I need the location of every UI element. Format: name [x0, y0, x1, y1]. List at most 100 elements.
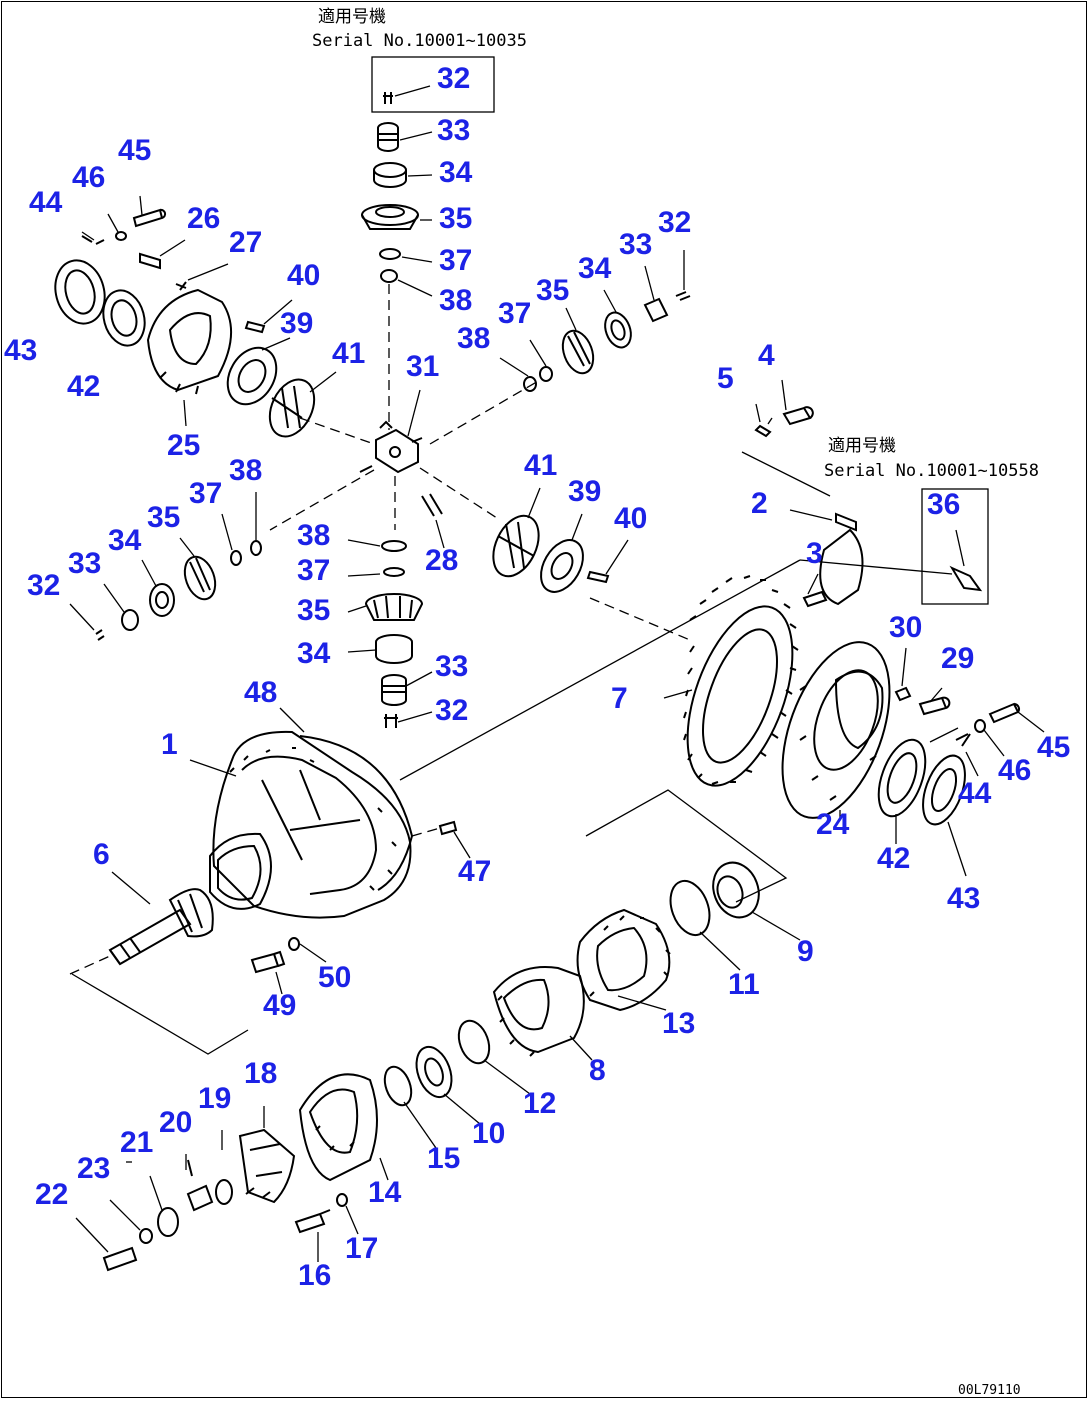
case-24	[781, 641, 891, 819]
leader-1-to-3	[399, 559, 801, 781]
pin-40-right	[586, 570, 610, 584]
callout-38: 38	[229, 454, 262, 487]
washer-39-right	[540, 539, 584, 593]
callout-41: 41	[332, 337, 365, 370]
bolt-32-sw	[95, 629, 105, 641]
variant-box-36	[921, 488, 989, 605]
pinion-35-ne	[561, 329, 595, 375]
callout-4: 4	[758, 339, 775, 372]
callout-37: 37	[189, 477, 222, 510]
top-pinion-stack	[361, 85, 433, 430]
bottom-pinion-stack	[347, 539, 433, 728]
axis-ring	[589, 597, 691, 641]
callout-35: 35	[147, 501, 180, 534]
callout-37: 37	[439, 244, 472, 277]
bearing-9	[712, 861, 760, 919]
bolt-45	[132, 208, 167, 228]
carrier-housing-1	[189, 559, 801, 919]
bolt-32-bottom	[384, 714, 398, 728]
callout-34: 34	[578, 252, 612, 285]
washer-30	[894, 686, 912, 702]
callout-46: 46	[72, 161, 105, 194]
pin-47	[438, 820, 458, 836]
callout-34: 34	[108, 524, 142, 557]
bushing-33-ne	[643, 297, 669, 323]
callout-42: 42	[877, 842, 910, 875]
callout-42: 42	[67, 370, 100, 403]
callout-35: 35	[536, 274, 569, 307]
washer-46-right	[974, 719, 986, 733]
companion-assembly	[75, 1073, 389, 1272]
callout-33: 33	[619, 228, 652, 261]
callout-6: 6	[93, 838, 110, 871]
callout-39: 39	[280, 307, 313, 340]
axis-diag-nw	[299, 417, 375, 445]
bolt-32-ne	[675, 291, 691, 301]
callout-34: 34	[439, 156, 473, 189]
callout-8: 8	[589, 1054, 606, 1087]
bearing-34-ne	[604, 311, 632, 349]
callout-47: 47	[458, 855, 491, 888]
callout-24: 24	[816, 808, 850, 841]
callout-44: 44	[958, 777, 992, 810]
bolt-16	[294, 1209, 331, 1234]
callout-28: 28	[425, 544, 458, 577]
pinion-stack-sw	[69, 492, 262, 641]
callout-27: 27	[229, 226, 262, 259]
drive-pinion-6	[69, 871, 249, 1055]
callout-1: 1	[161, 728, 178, 761]
drawing-code: 00L79110	[958, 1383, 1021, 1398]
lock-plate-36	[949, 565, 983, 592]
bolt-29	[918, 696, 951, 716]
pin-40	[244, 320, 266, 334]
washer-21	[157, 1207, 179, 1237]
bearing-cap-2	[819, 512, 864, 606]
callout-16: 16	[298, 1259, 331, 1292]
diff-case-left	[54, 195, 337, 438]
note-top-title: 適用号機	[318, 7, 386, 27]
pin-28	[421, 493, 443, 517]
note-top-serial: Serial No.10001~10035	[312, 31, 527, 51]
callout-40: 40	[614, 502, 647, 535]
bolt-3	[802, 590, 828, 608]
washer-37-sw	[230, 550, 242, 566]
callout-33: 33	[437, 114, 470, 147]
ring-gear-7	[686, 605, 794, 787]
callout-32: 32	[437, 62, 470, 95]
bushing-33-sw	[121, 609, 139, 631]
callout-3: 3	[806, 537, 823, 570]
washer-39	[226, 346, 278, 406]
callout-5: 5	[717, 362, 734, 395]
callout-34: 34	[297, 637, 331, 670]
callout-11: 11	[728, 968, 760, 1001]
bolt-45-right	[988, 702, 1020, 724]
note-right-serial: Serial No.10001~10558	[824, 461, 1039, 481]
callout-44: 44	[29, 186, 63, 219]
pin-27	[175, 281, 187, 291]
gasket-48	[299, 735, 414, 891]
callout-9: 9	[797, 935, 814, 968]
callout-46: 46	[998, 754, 1031, 787]
callout-18: 18	[244, 1057, 277, 1090]
axis-diag-sw	[269, 469, 375, 531]
callout-20: 20	[159, 1106, 192, 1139]
spider-cross-31	[269, 379, 541, 549]
callout-37: 37	[297, 554, 330, 587]
cover-14	[298, 1073, 378, 1182]
washer-17	[336, 1193, 348, 1207]
callout-43: 43	[947, 882, 980, 915]
bearing-10	[415, 1045, 453, 1099]
callout-35: 35	[439, 202, 472, 235]
bolt-26	[139, 252, 161, 270]
side-gear-41-right	[492, 514, 540, 578]
pinion-cage-assembly	[383, 789, 801, 1149]
callout-38: 38	[297, 519, 330, 552]
callout-45: 45	[1037, 731, 1070, 764]
callout-15: 15	[427, 1142, 460, 1175]
callout-22: 22	[35, 1178, 68, 1211]
bearing-34-bottom	[375, 634, 413, 664]
nut-43-right	[922, 754, 966, 826]
bolt-22	[102, 1246, 138, 1272]
callout-23: 23	[77, 1152, 110, 1185]
